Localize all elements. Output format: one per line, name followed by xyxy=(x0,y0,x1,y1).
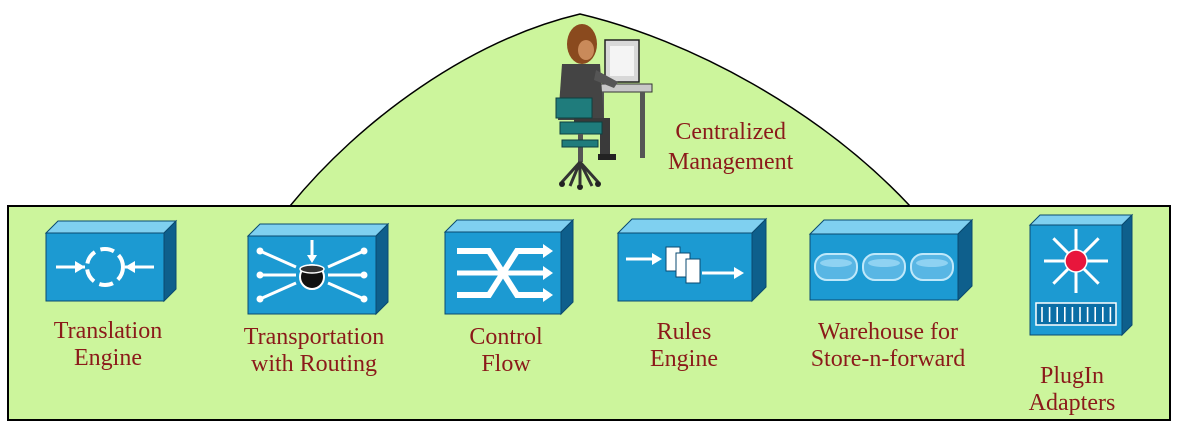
operator-workstation-icon xyxy=(555,24,653,190)
control-flow-icon xyxy=(443,218,575,316)
warehouse-storage-icon xyxy=(808,218,974,302)
label-line2: Engine xyxy=(650,346,718,372)
label-line1: Translation xyxy=(53,318,163,344)
rules-engine-label: Rules Engine xyxy=(650,319,718,373)
label-line1: Control xyxy=(469,324,543,350)
translation-engine-icon xyxy=(44,219,178,303)
warehouse-label: Warehouse for Store-n-forward xyxy=(811,319,966,373)
plugin-adapters-label: PlugIn Adapters xyxy=(1029,363,1116,417)
label-line1: PlugIn xyxy=(1039,363,1105,389)
label-line2: Flow xyxy=(481,351,531,377)
label-line2: with Routing xyxy=(250,351,378,377)
label-line2: Adapters xyxy=(1028,390,1116,416)
management-label-line2: Management xyxy=(668,149,794,175)
plugin-adapter-icon xyxy=(1028,213,1134,337)
control-flow-label: Control Flow xyxy=(469,324,542,378)
label-line1: Warehouse for xyxy=(817,319,959,345)
transportation-label: Transportation with Routing xyxy=(244,324,384,378)
label-line2: Store-n-forward xyxy=(810,346,966,372)
management-label-line1: Centralized xyxy=(675,119,786,145)
routing-hub-icon xyxy=(246,222,390,316)
label-line1: Rules xyxy=(656,319,712,345)
management-label: Centralized Management xyxy=(668,117,793,177)
translation-engine-label: Translation Engine xyxy=(54,318,162,372)
platform-base xyxy=(7,205,1171,421)
rules-engine-icon xyxy=(616,217,768,303)
label-line2: Engine xyxy=(74,345,142,371)
label-line1: Transportation xyxy=(243,324,385,350)
